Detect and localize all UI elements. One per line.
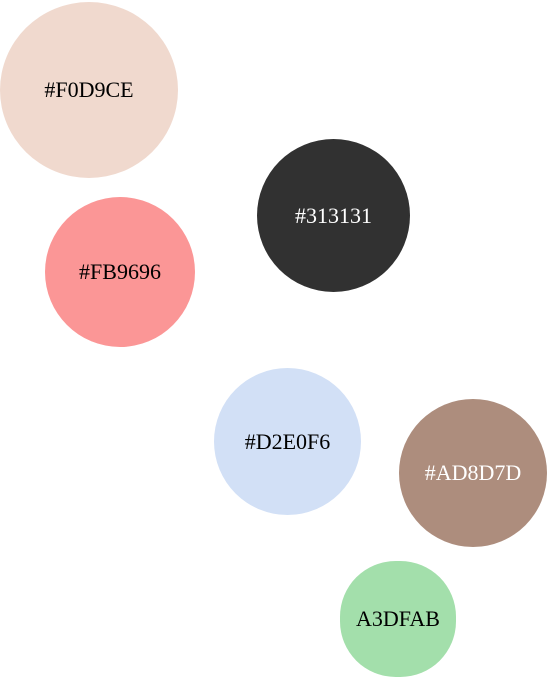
color-swatch-fb9696: #FB9696	[45, 197, 195, 347]
color-swatch-313131: #313131	[257, 139, 410, 292]
swatch-label: #D2E0F6	[244, 428, 331, 454]
color-swatch-d2e0f6: #D2E0F6	[214, 368, 361, 515]
swatch-label: #FB9696	[79, 259, 161, 284]
color-swatch-f0d9ce: #F0D9CE	[0, 2, 178, 178]
color-swatch-ad8d7d: #AD8D7D	[399, 399, 547, 547]
swatch-label: #F0D9CE	[44, 77, 134, 102]
swatch-label: A3DFAB	[356, 606, 440, 631]
swatch-label: #313131	[295, 202, 372, 228]
swatch-label: #AD8D7D	[424, 460, 522, 485]
color-swatch-a3dfab: A3DFAB	[340, 561, 456, 677]
